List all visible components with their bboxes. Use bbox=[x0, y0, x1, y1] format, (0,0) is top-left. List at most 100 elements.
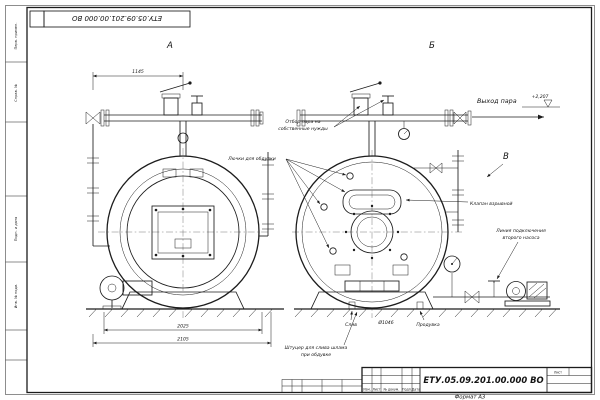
flange-b-right-2 bbox=[449, 109, 454, 127]
sheet-cell-label: Лист bbox=[554, 371, 562, 375]
flange-b-left-1 bbox=[296, 109, 301, 127]
steam-outlet-label: Выход пара bbox=[477, 97, 517, 105]
title-row-podp: Подп. bbox=[402, 388, 412, 392]
level-gauge-column-b-right bbox=[414, 150, 464, 232]
explosion-valve-callout: Клапан взрывной bbox=[405, 198, 513, 207]
gate-valve-a-left bbox=[85, 111, 101, 125]
flange-a-right-2 bbox=[255, 109, 260, 127]
dimension-inner-width: 2025 bbox=[103, 312, 263, 334]
pressure-gauge-top bbox=[398, 121, 410, 140]
doc-number: ЕТУ.05.09.201.00.000 ВО bbox=[423, 375, 543, 385]
blow-hatches-label: Лючки для обдувки bbox=[227, 156, 276, 162]
title-row-docnum: № докум. bbox=[384, 388, 400, 392]
title-row-list: Лист bbox=[372, 388, 380, 392]
flange-b-left-2 bbox=[301, 109, 306, 127]
explosion-valve-hatch bbox=[342, 189, 402, 215]
format-note: Формат А3 bbox=[455, 395, 486, 400]
explosion-valve-label: Клапан взрывной bbox=[470, 201, 513, 207]
outlet-flange bbox=[467, 110, 472, 126]
ground-hatch-a bbox=[88, 309, 273, 318]
steam-tap-callout: Отбор пара на собственные нужды bbox=[278, 99, 385, 132]
stop-valve-a bbox=[191, 95, 203, 116]
boiler-a-shell bbox=[106, 155, 260, 309]
blow-hatches-callout: Лючки для обдувки bbox=[227, 156, 347, 249]
steam-piping-b bbox=[296, 81, 472, 156]
annotation-layer: А Б В Отбор пара на собственные нужды Лю… bbox=[166, 41, 560, 358]
furnace-tube-opening bbox=[344, 204, 400, 260]
blow-hatch-2 bbox=[329, 247, 337, 255]
blow-hatch-3 bbox=[346, 172, 354, 180]
svg-text:Отбор пара на: Отбор пара на bbox=[285, 119, 320, 125]
elevation-mark: +2,207 bbox=[522, 94, 560, 108]
level-gauge-column-a-left bbox=[87, 124, 110, 247]
second-pump-tee-valve bbox=[488, 280, 500, 297]
view-a-label: А bbox=[166, 41, 173, 51]
rear-bottom-hatch bbox=[344, 280, 400, 292]
blowdown-callout: Продувка bbox=[416, 310, 440, 328]
svg-text:при обдувке: при обдувке bbox=[301, 352, 331, 358]
stamp-side-cell bbox=[29, 10, 45, 28]
view-a-front: 1145 2025 2105 bbox=[85, 69, 284, 347]
dimension-outer-width: 2105 bbox=[92, 312, 272, 347]
view-b-label: Б bbox=[429, 41, 435, 51]
ground-line-b bbox=[294, 308, 560, 318]
blowdown-label: Продувка bbox=[416, 322, 440, 328]
steam-piping-a bbox=[85, 81, 264, 156]
feed-piping-and-pump bbox=[433, 255, 551, 307]
boiler-a-top-lug-left bbox=[162, 168, 177, 178]
blow-hatch-4 bbox=[400, 253, 408, 261]
title-block-frame bbox=[361, 366, 593, 394]
margin-label-2: Подп. и дата bbox=[14, 217, 18, 241]
flange-a-left-2 bbox=[105, 109, 110, 127]
top-left-stamp-text: ЕТУ.05.09.201.00.000 ВО bbox=[71, 14, 162, 22]
title-row-izm: Изм. bbox=[363, 388, 371, 392]
flange-b-right-1 bbox=[444, 109, 449, 127]
boiler-a-front-door bbox=[151, 205, 215, 260]
burner-assembly bbox=[99, 275, 153, 310]
gate-valve-feed bbox=[464, 290, 480, 304]
svg-text:Линия подключения: Линия подключения bbox=[495, 228, 546, 234]
title-row-data: Дата bbox=[412, 388, 420, 392]
view-v-label: В bbox=[503, 152, 509, 162]
view-v-direction: В bbox=[486, 152, 509, 178]
rear-fitting-left bbox=[334, 264, 351, 276]
svg-text:второго насоса: второго насоса bbox=[502, 236, 539, 241]
flange-a-right-1 bbox=[250, 109, 255, 127]
sheet-outer-border bbox=[5, 5, 595, 395]
dimension-top-span: 1145 bbox=[92, 69, 184, 90]
margin-label-3: Инв. № подл. bbox=[14, 284, 18, 309]
top-left-stamp-box bbox=[43, 10, 191, 28]
ground-line-a bbox=[86, 308, 284, 318]
sludge-fitting-callout: Штуцер для слива шлама при обдувке bbox=[285, 311, 358, 358]
flange-a-left-1 bbox=[100, 109, 105, 127]
pressure-gauge-feed bbox=[443, 255, 461, 273]
drain-label: Слив bbox=[345, 322, 357, 328]
boiler-a-top-lug-right bbox=[189, 168, 204, 178]
level-gauge-column-a-right bbox=[259, 152, 274, 237]
shell-diameter-label: Ø1046 bbox=[377, 319, 393, 326]
dim-outer-width-text: 2105 bbox=[177, 337, 189, 343]
margin-label-0: Перв. примен. bbox=[14, 23, 18, 50]
sheet-inner-frame bbox=[26, 6, 593, 394]
pump-baseplate bbox=[504, 300, 551, 307]
safety-valve-b bbox=[349, 81, 382, 116]
steam-outlet-callout: Выход пара bbox=[472, 97, 544, 120]
elevation-value: +2,207 bbox=[531, 94, 548, 100]
blow-hatch-1 bbox=[320, 203, 328, 211]
safety-valve-a bbox=[159, 81, 192, 116]
view-b-rear bbox=[292, 81, 560, 318]
rear-fitting-right bbox=[392, 264, 409, 276]
margin-label-1: Справ. № bbox=[14, 84, 18, 102]
drawing-frame: Перв. примен. Справ. № Подп. и дата Инв.… bbox=[5, 5, 595, 395]
svg-text:собственные нужды: собственные нужды bbox=[278, 126, 328, 132]
handwheel-valve-a bbox=[177, 132, 189, 144]
boiler-b-shell bbox=[295, 155, 449, 309]
gate-valve-b-outlet bbox=[453, 111, 467, 125]
drain-callout: Слив bbox=[345, 310, 357, 328]
second-pump-line-callout: Линия подключения второго насоса bbox=[495, 228, 546, 280]
stop-valve-b bbox=[382, 95, 394, 116]
dim-inner-width-text: 2025 bbox=[177, 324, 189, 330]
dim-top-span-text: 1145 bbox=[132, 69, 144, 75]
